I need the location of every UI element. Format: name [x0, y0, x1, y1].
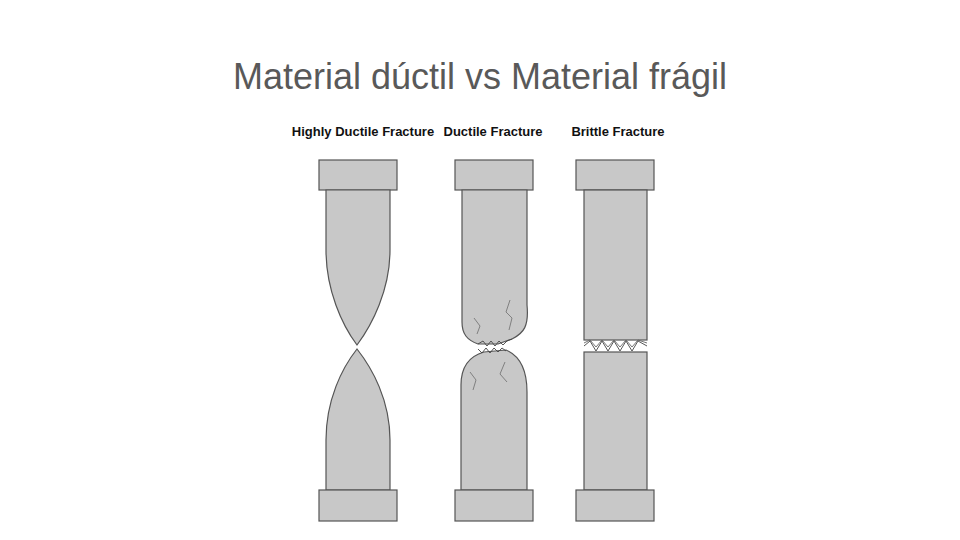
specimen-half — [326, 190, 390, 345]
grip — [455, 490, 533, 521]
specimen-half — [461, 350, 527, 490]
specimen-half — [584, 352, 647, 490]
fracture-surface — [478, 339, 512, 346]
column-label: Highly Ductile Fracture — [292, 124, 434, 139]
slide-title: Material dúctil vs Material frágil — [233, 56, 727, 98]
fracture-surface — [584, 340, 647, 347]
crack-lines — [470, 300, 512, 390]
grip — [576, 490, 654, 521]
column-label: Ductile Fracture — [444, 124, 543, 139]
column-label: Brittle Fracture — [571, 124, 664, 139]
grip — [319, 160, 397, 190]
grip — [455, 160, 533, 190]
specimen-half — [462, 190, 527, 344]
fracture-surface — [584, 341, 647, 351]
fracture-surface — [478, 348, 506, 353]
grip — [319, 490, 397, 521]
specimen-half — [326, 349, 390, 490]
specimen-half — [584, 190, 647, 340]
grip — [576, 160, 654, 190]
